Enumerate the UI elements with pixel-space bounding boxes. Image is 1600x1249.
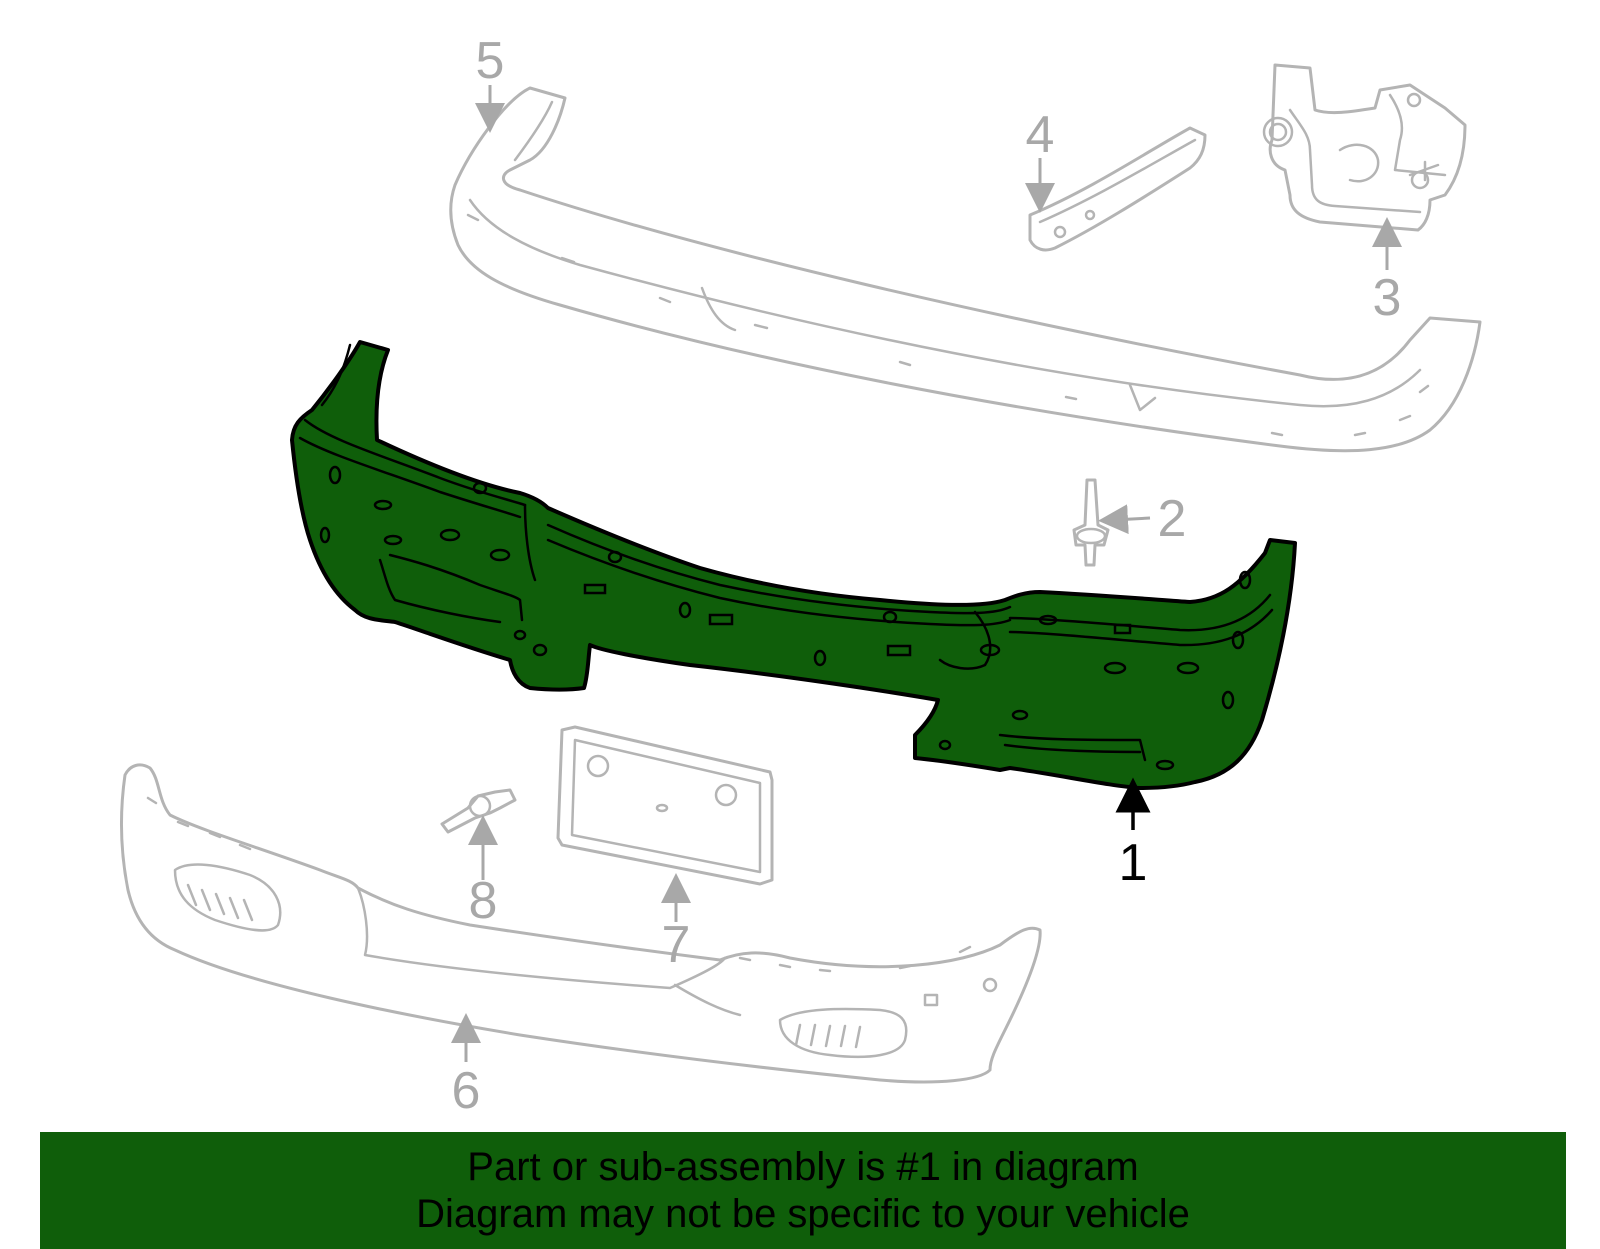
callout-2: 2 (1158, 490, 1187, 548)
callout-6: 6 (452, 1062, 481, 1120)
part-8-bolt[interactable] (440, 788, 517, 834)
callout-7: 7 (662, 916, 691, 974)
info-banner: Part or sub-assembly is #1 in diagram Di… (40, 1132, 1566, 1249)
part-3-mount-bracket[interactable] (1262, 63, 1467, 232)
banner-line-disclaimer: Diagram may not be specific to your vehi… (416, 1191, 1190, 1236)
part-4-bracket[interactable] (1028, 126, 1207, 252)
part-6-valance[interactable] (120, 763, 1042, 1084)
callout-5: 5 (476, 32, 505, 90)
callout-4: 4 (1026, 106, 1055, 164)
callout-8: 8 (469, 872, 498, 930)
part-1-face-bar[interactable] (290, 340, 1297, 790)
part-2-clip[interactable] (1072, 478, 1110, 567)
part-7-plate-bracket[interactable] (556, 725, 774, 886)
callout-3: 3 (1373, 269, 1402, 327)
banner-line-part: Part or sub-assembly is #1 in diagram (467, 1144, 1139, 1189)
callout-arrows (451, 85, 1402, 1062)
callout-1: 1 (1119, 834, 1148, 892)
arrow-2 (1098, 504, 1151, 535)
part-5-reinforcement[interactable] (449, 86, 1482, 453)
